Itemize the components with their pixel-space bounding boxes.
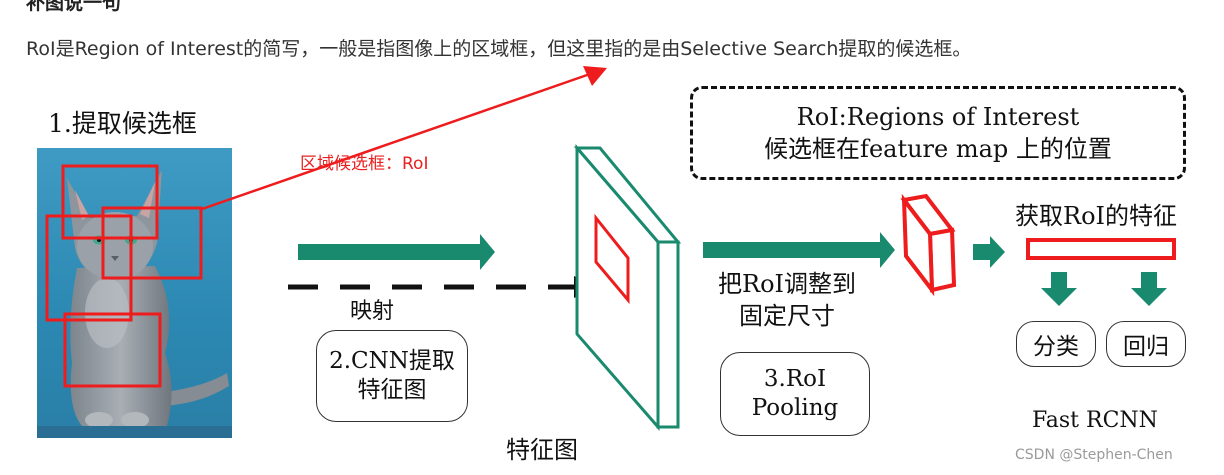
adjust-line1: 把RoI调整到 <box>718 270 856 298</box>
roi-definition-line1: RoI:Regions of Interest <box>796 102 1080 131</box>
step2-box: 2.CNN提取 特征图 <box>316 330 468 422</box>
mapping-label: 映射 <box>350 299 395 324</box>
step2-line2: 特征图 <box>357 377 427 403</box>
step3-line2: Pooling <box>751 395 839 421</box>
roi-definition-box: RoI:Regions of Interest 候选框在feature map … <box>690 86 1186 180</box>
down-arrow-classify <box>1041 272 1077 306</box>
regress-box: 回归 <box>1106 321 1186 367</box>
region-candidate-label: 区域候选框：RoI <box>300 154 429 174</box>
step3-line1: 3.RoI <box>763 366 827 393</box>
step2-line1: 2.CNN提取 <box>329 348 455 375</box>
pooled-roi-block <box>900 193 957 297</box>
adjust-size-label: 把RoI调整到 固定尺寸 <box>718 268 856 333</box>
teal-arrow-1 <box>298 234 495 270</box>
cat-photo <box>37 148 232 438</box>
roi-small-label: RoI <box>586 300 616 320</box>
adjust-line2: 固定尺寸 <box>739 302 835 331</box>
roi-definition-line2: 候选框在feature map 上的位置 <box>764 135 1112 163</box>
intro-paragraph: RoI是Region of Interest的简写，一般是指图像上的区域框，但这… <box>26 38 972 60</box>
step1-label: 1.提取候选框 <box>48 109 197 138</box>
feature-map-label: 特征图 <box>506 436 578 464</box>
roi-feature-bar <box>1026 238 1176 260</box>
feature-map-slab <box>573 143 682 432</box>
model-name-label: Fast RCNN <box>1032 408 1158 433</box>
feature-extract-label: 获取RoI的特征 <box>1015 202 1177 230</box>
classify-box: 分类 <box>1016 321 1096 367</box>
step3-box: 3.RoI Pooling <box>720 352 870 436</box>
annotation-arrow <box>201 66 607 211</box>
teal-arrow-3 <box>973 236 1005 268</box>
teal-arrow-2 <box>703 232 895 268</box>
regress-label: 回归 <box>1123 334 1169 360</box>
down-arrow-regress <box>1131 272 1167 306</box>
roi-on-feature-map <box>594 213 630 305</box>
watermark: CSDN @Stephen-Chen <box>1015 447 1173 463</box>
cropped-heading: 补图说一句 <box>26 0 122 14</box>
mapping-dashed-arrow <box>288 276 596 298</box>
classify-label: 分类 <box>1033 334 1079 360</box>
